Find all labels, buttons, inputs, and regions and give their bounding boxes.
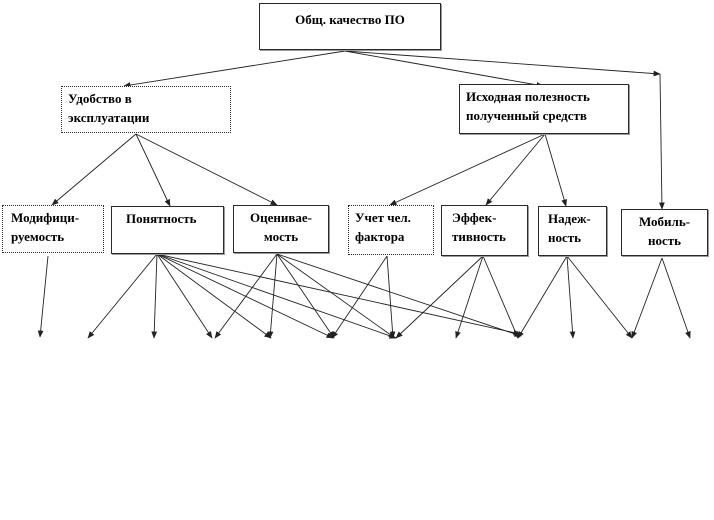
edge-root-usability (123, 50, 346, 88)
edge-usability-understandability (135, 133, 171, 207)
edge-eval-1 (214, 253, 278, 339)
edge-mob-2 (661, 257, 691, 339)
edge-und-6 (156, 253, 397, 339)
node-modifiability-label: Модифици- руемость (11, 210, 80, 244)
edge-rel-3 (566, 255, 633, 339)
edge-eff-1 (395, 255, 484, 339)
edge-root-portability-b (659, 73, 665, 210)
node-portability: Мобиль- ность (621, 209, 708, 256)
edge-eval-5 (276, 253, 522, 337)
node-understandability-label: Понятность (126, 211, 197, 226)
node-evaluability-label: Оценивае- мость (250, 210, 312, 244)
edge-root-utility (344, 50, 544, 88)
node-evaluability: Оценивае- мость (233, 205, 329, 253)
edge-human-2 (386, 255, 396, 339)
node-reliability: Надеж- ность (538, 206, 607, 256)
edge-usability-modifiability (51, 133, 137, 206)
node-modifiability: Модифици- руемость (2, 205, 104, 253)
edge-utility-human-factor (389, 133, 546, 206)
node-root-label: Общ. качество ПО (295, 12, 405, 27)
edge-mob-1 (631, 257, 663, 339)
node-efficiency: Эффек- тивность (441, 205, 528, 256)
edge-und-4 (156, 253, 272, 339)
edge-eval-3 (276, 253, 335, 339)
node-reliability-label: Надеж- ность (548, 211, 591, 245)
edge-utility-reliability (544, 133, 567, 207)
edge-und-3 (156, 253, 213, 339)
edge-utility-efficiency (485, 133, 546, 206)
edge-und-2 (151, 253, 158, 339)
edge-eff-3 (482, 255, 519, 339)
edge-und-5 (156, 253, 334, 339)
edge-und-1 (87, 253, 158, 339)
node-understandability: Понятность (111, 206, 224, 254)
edge-eval-2 (267, 253, 278, 339)
node-usability: Удобство в эксплуатации (61, 86, 231, 133)
node-usability-label: Удобство в эксплуатации (68, 91, 150, 125)
edge-eff-2 (455, 255, 484, 339)
edge-mod-1 (37, 255, 49, 338)
node-human-factor: Учет чел. фактора (348, 205, 434, 255)
edge-und-7 (156, 253, 521, 336)
node-root: Общ. качество ПО (259, 3, 441, 50)
edge-usability-evaluability (135, 133, 278, 206)
edge-eval-4 (276, 253, 396, 339)
node-efficiency-label: Эффек- тивность (452, 210, 506, 244)
edge-root-portability-a (344, 50, 661, 77)
node-initial-utility-label: Исходная полезность полученный средств (466, 89, 590, 123)
node-portability-label: Мобиль- ность (638, 214, 691, 248)
edge-human-1 (331, 255, 388, 339)
edge-rel-1 (517, 255, 568, 339)
node-human-factor-label: Учет чел. фактора (355, 210, 411, 244)
edge-rel-2 (566, 255, 576, 339)
node-initial-utility: Исходная полезность полученный средств (459, 84, 629, 134)
